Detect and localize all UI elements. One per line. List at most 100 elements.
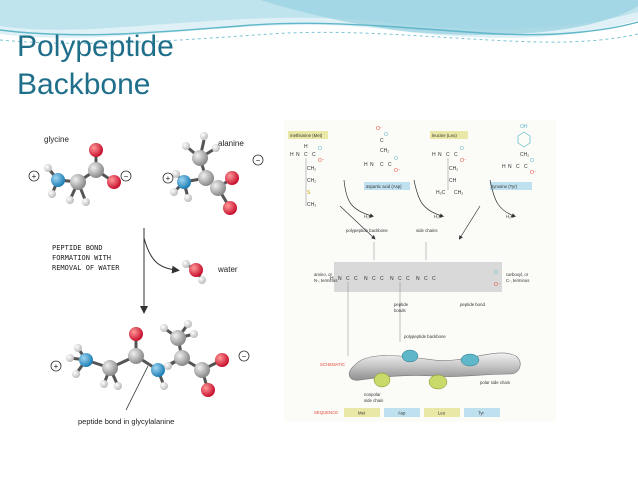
svg-text:H: H — [304, 144, 308, 150]
seq-tyr: Tyr — [478, 411, 485, 416]
h2o-label-3: H₂O — [506, 214, 515, 219]
svg-text:O⁻: O⁻ — [376, 126, 383, 132]
amino-terminus-label-1: amino, or — [314, 272, 332, 277]
glycine-label: glycine — [44, 135, 69, 144]
met-name: methionine (Met) — [290, 133, 323, 138]
svg-text:O⁻: O⁻ — [494, 282, 501, 288]
svg-text:H: H — [330, 276, 334, 282]
backbone-band — [334, 262, 502, 292]
svg-text:C: C — [446, 152, 450, 158]
leu-name: leucine (Leu) — [432, 133, 457, 138]
alanine-atoms — [170, 132, 239, 215]
h2o-arrow-1-icon — [343, 179, 375, 218]
carboxyl-terminus-label-1: carboxyl, or — [506, 272, 529, 277]
glycine-minus-charge-icon — [120, 170, 132, 182]
svg-text:O⁻: O⁻ — [460, 158, 467, 164]
svg-text:CH₂: CH₂ — [449, 166, 458, 172]
seq-tyr-box — [464, 408, 500, 417]
asp-name-box — [364, 182, 410, 190]
seq-leu: Leu — [438, 411, 446, 416]
svg-text:C: C — [304, 152, 308, 158]
backbone-label-2: polypeptide backbone — [404, 334, 446, 339]
met-sidechain-schematic — [373, 372, 391, 388]
water-branch-arrow-icon — [143, 237, 180, 274]
peptide-bond-label: peptide bond — [460, 302, 485, 307]
glycine-atoms — [44, 143, 121, 206]
seq-met-box — [344, 408, 380, 417]
svg-text:C: C — [380, 138, 384, 144]
svg-text:OH: OH — [520, 124, 528, 130]
peptide-formation-label-2: FORMATION WITH — [52, 254, 111, 262]
asp-sidechain-schematic — [401, 349, 419, 363]
svg-text:O⁻: O⁻ — [394, 168, 401, 174]
glycine-plus-charge-icon — [28, 170, 40, 182]
header-wave-decoration — [0, 0, 638, 44]
svg-text:CH₂: CH₂ — [520, 152, 529, 158]
svg-text:H: H — [502, 164, 506, 170]
glycine-minus-label: − — [124, 172, 129, 181]
svg-text:H: H — [290, 152, 294, 158]
sequence-label: SEQUENCE — [314, 410, 338, 415]
leu-name-box — [430, 131, 468, 139]
svg-text:H₃C: H₃C — [436, 190, 446, 196]
svg-text:C: C — [398, 276, 402, 282]
polar-label: polar side chain — [480, 380, 511, 385]
join-arrow-1-icon — [339, 205, 376, 240]
svg-text:O: O — [530, 158, 534, 164]
alanine-plus-charge-icon — [162, 172, 174, 184]
svg-text:N: N — [438, 152, 442, 158]
svg-text:N: N — [364, 276, 368, 282]
tyr-name-box — [490, 182, 532, 190]
svg-text:C: C — [380, 162, 384, 168]
svg-text:O: O — [460, 146, 464, 152]
glycylalanine-plus-charge-icon — [50, 360, 62, 372]
h2o-label-1: H₂O — [364, 214, 373, 219]
svg-text:C: C — [312, 152, 316, 158]
svg-text:C: C — [388, 162, 392, 168]
svg-text:C: C — [424, 276, 428, 282]
svg-text:O⁻: O⁻ — [530, 170, 537, 176]
svg-text:CH₃: CH₃ — [454, 190, 463, 196]
svg-text:N: N — [390, 276, 394, 282]
alanine-minus-label: − — [256, 156, 261, 165]
alanine-minus-charge-icon — [252, 154, 264, 166]
backbone-label: polypeptide backbone — [346, 228, 388, 233]
svg-text:N: N — [338, 276, 342, 282]
svg-text:CH₂: CH₂ — [307, 166, 316, 172]
svg-text:C: C — [454, 152, 458, 158]
h2o-arrow-3-icon — [489, 179, 516, 218]
polypeptide-backbone-figure: methionine (Met) aspartic acid (Asp) leu… — [284, 120, 556, 422]
glycylalanine-atoms — [66, 320, 229, 397]
svg-text:N: N — [370, 162, 374, 168]
svg-text:H: H — [432, 152, 436, 158]
tyr-sidechain-schematic — [460, 353, 480, 367]
leu-sidechain-schematic — [428, 374, 448, 390]
svg-text:O: O — [494, 270, 498, 276]
glycine-plus-label: + — [32, 172, 37, 181]
glycylalanine-molecule — [69, 323, 223, 391]
polypeptide-svg: methionine (Met) aspartic acid (Asp) leu… — [288, 124, 537, 417]
side-chains-label: side chains — [416, 228, 438, 233]
seq-asp-box — [384, 408, 420, 417]
svg-text:C: C — [346, 276, 350, 282]
water-label: water — [217, 265, 238, 274]
svg-text:CH₃: CH₃ — [307, 202, 316, 208]
svg-text:CH₂: CH₂ — [307, 178, 316, 184]
title-line-2: Backbone — [17, 68, 151, 101]
peptide-bonds-label-2: bonds — [394, 308, 406, 313]
svg-text:N: N — [508, 164, 512, 170]
peptide-bond-formation-figure: glycine alanine + − + − PEPTID — [18, 120, 278, 432]
slide-title: Polypeptide Backbone — [17, 28, 174, 104]
glycylalanine-plus-label: + — [54, 362, 59, 371]
svg-text:CH: CH — [449, 178, 457, 184]
svg-text:C: C — [354, 276, 358, 282]
nonpolar-label-2: side chain — [364, 398, 384, 403]
schematic-label: SCHEMATIC — [320, 362, 345, 367]
title-line-1: Polypeptide — [17, 30, 174, 63]
svg-text:O: O — [318, 146, 322, 152]
svg-text:C: C — [516, 164, 520, 170]
svg-text:S: S — [307, 190, 311, 196]
seq-asp: Asp — [398, 411, 406, 416]
